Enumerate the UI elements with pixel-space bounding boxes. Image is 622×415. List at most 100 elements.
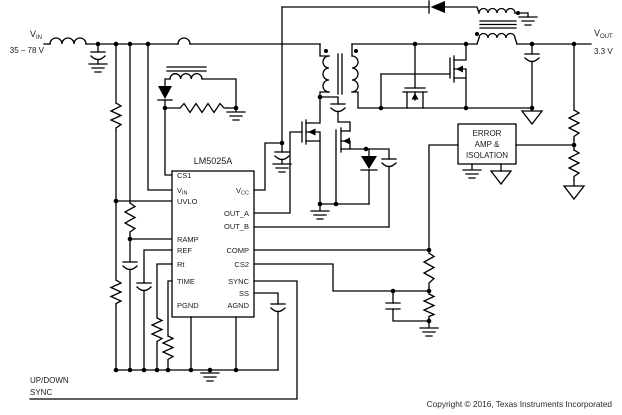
input-inductor (43, 37, 87, 45)
ground-icon (272, 163, 292, 173)
error-amp-line3: ISOLATION (466, 151, 508, 160)
pin-comp: COMP (227, 246, 250, 255)
pin-out-a: OUT_A (224, 209, 249, 218)
pin-ramp: RAMP (177, 235, 199, 244)
secondary-winding-icon (351, 55, 359, 93)
clamp-diode (360, 148, 378, 205)
vin-range-label: 35 – 78 V (10, 46, 45, 55)
main-transformer (319, 43, 382, 109)
ground-icon (88, 63, 108, 73)
resistor-icon (422, 293, 436, 319)
pin-sync: SYNC (228, 277, 249, 286)
cs2-filter-cap (385, 290, 430, 322)
pin-cs2: CS2 (234, 260, 249, 269)
secondary-rectifiers (351, 43, 544, 126)
core-icon (479, 20, 517, 29)
ground-icon (419, 320, 439, 337)
rt-resistor (150, 263, 173, 371)
pin-rt: Rt (177, 260, 185, 269)
sync-ss-network: UP/DOWN SYNC (29, 280, 298, 400)
resistor-icon (422, 252, 436, 289)
ss-cap (253, 292, 286, 371)
resistor-icon (161, 335, 175, 363)
input-bulk-cap (88, 43, 108, 73)
core-icon (166, 66, 207, 72)
vout-value-label: 3.3 V (594, 47, 613, 56)
ct-primary-loop (177, 37, 191, 45)
cs1-wire (164, 107, 173, 176)
freewheel-sync-fet (380, 43, 467, 109)
ramp-network (122, 43, 173, 371)
resistor-icon (179, 102, 227, 114)
pin-out-b: OUT_B (224, 222, 249, 231)
vout-label: VOUT (594, 28, 613, 40)
vcc-network (253, 6, 292, 191)
active-clamp (253, 96, 397, 228)
out-a-wire (253, 131, 303, 214)
ground-icon (518, 16, 538, 26)
arrow-icon (343, 137, 350, 145)
output-section: VOUT 3.3 V (516, 28, 613, 201)
resistor-icon (123, 202, 137, 236)
resistor-icon (567, 109, 581, 141)
pin-ss: SS (239, 289, 249, 298)
input-source: VIN 35 – 78 V (10, 29, 45, 55)
input-rail (85, 37, 321, 45)
pin-ref: REF (177, 246, 192, 255)
primary-winding-icon (322, 55, 330, 93)
ref-cap (136, 249, 173, 371)
main-mosfet (253, 96, 321, 214)
pin-cs1: CS1 (177, 171, 192, 180)
polarity-dot (324, 49, 328, 53)
vin-label: VIN (30, 29, 42, 41)
ic-body (171, 170, 255, 318)
resistor-icon (109, 279, 123, 307)
error-amp-output-wire (428, 144, 459, 251)
error-amp-box (457, 123, 517, 165)
diode-icon (157, 86, 173, 101)
winding-icon (478, 32, 516, 39)
sync-label-line1: UP/DOWN (30, 376, 69, 385)
resistor-icon (109, 102, 123, 132)
sync-wire (29, 280, 298, 400)
arrow-icon (411, 93, 419, 100)
polarity-dot (516, 11, 520, 15)
clamp-mosfet (335, 127, 367, 205)
ground-triangle-icon (520, 107, 544, 126)
ground-triangle-icon (489, 163, 513, 186)
comp-cs2-network (253, 249, 439, 337)
error-amp-line2: AMP & (475, 140, 500, 149)
copyright-text: Copyright © 2016, Texas Instruments Inco… (427, 399, 613, 409)
bias-rectifier (281, 0, 538, 45)
error-amp-line1: ERROR (473, 129, 502, 138)
pin-uvlo: UVLO (177, 197, 198, 206)
resistor-icon (567, 149, 581, 181)
sync-label-line2: SYNC (30, 388, 52, 397)
feedback-divider (562, 43, 586, 201)
pin-vin: VIN (177, 186, 188, 197)
error-amp-block: ERROR AMP & ISOLATION (428, 123, 575, 251)
pin-agnd: AGND (227, 301, 249, 310)
ic-part-number: LM5025A (194, 156, 233, 166)
ground-bus (115, 249, 279, 382)
junction-dots (95, 11, 577, 373)
uvlo-divider (109, 43, 173, 371)
winding-icon (169, 73, 203, 80)
core-icon (337, 53, 343, 95)
winding-icon (478, 7, 516, 14)
output-cap (524, 43, 540, 109)
pin-vcc: VCC (236, 186, 249, 197)
polarity-dot (354, 49, 358, 53)
diode-icon (361, 156, 377, 169)
pin-pgnd: PGND (177, 301, 199, 310)
ground-icon (310, 203, 330, 220)
level-shift-cap (365, 148, 397, 228)
arrow-icon (456, 65, 463, 73)
ground-icon (462, 163, 482, 179)
ic-lm5025a: LM5025A CS1 VIN UVLO RAMP REF Rt TIME PG… (171, 156, 255, 318)
arrow-icon (308, 128, 316, 136)
polarity-dot (475, 32, 479, 36)
pin-time: TIME (177, 277, 195, 286)
